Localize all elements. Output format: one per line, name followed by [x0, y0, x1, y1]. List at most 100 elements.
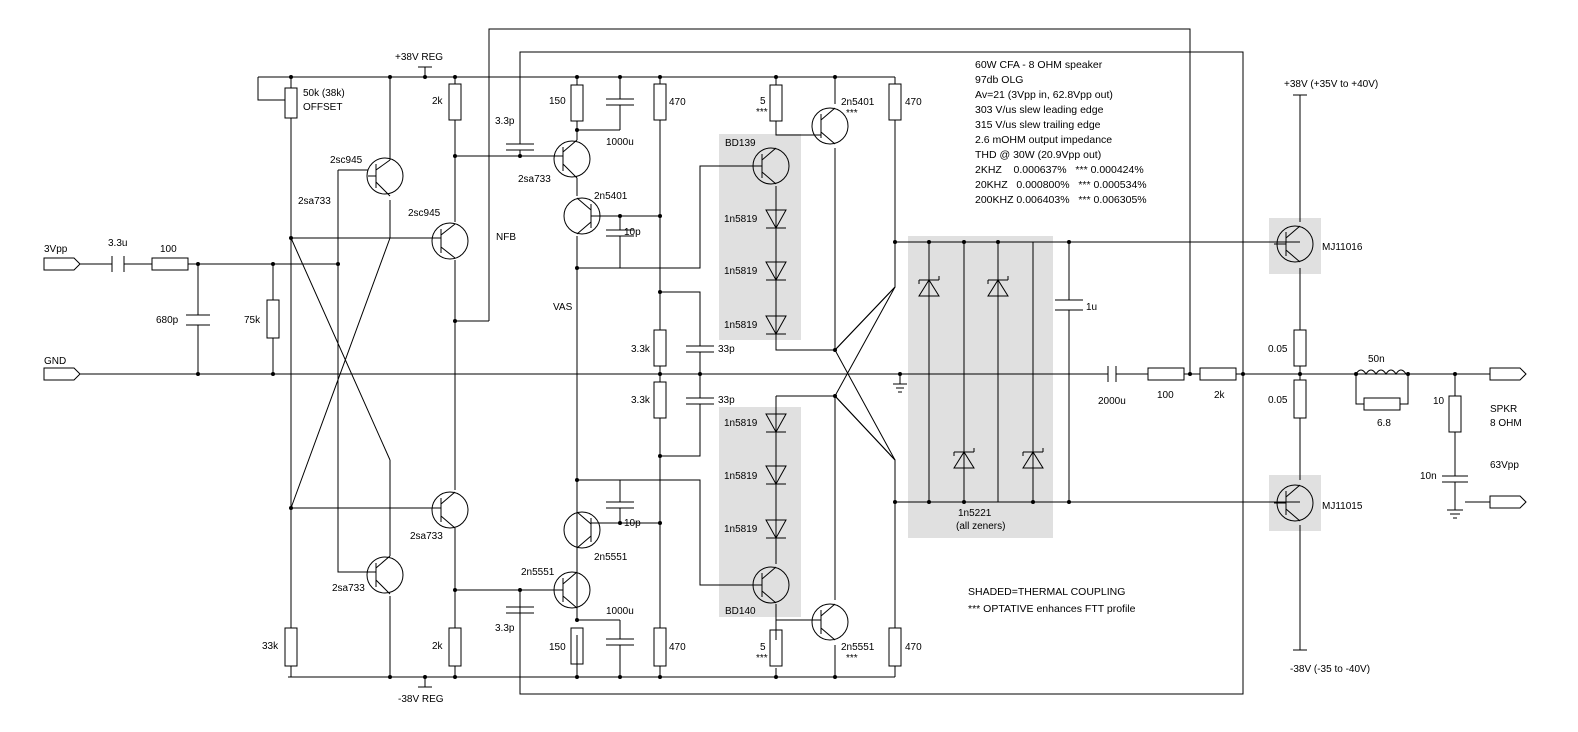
- label-star-4: ***: [846, 653, 858, 664]
- label-r470-c: 470: [905, 97, 922, 108]
- gnd-port[interactable]: [43, 367, 81, 381]
- label-c10p-top: 10p: [624, 227, 641, 238]
- label-c1000u-bot: 1000u: [606, 606, 634, 617]
- label-pot2: OFFSET: [303, 102, 342, 113]
- spkr-port-bottom[interactable]: [1489, 495, 1527, 509]
- label-r10: 10: [1433, 396, 1445, 407]
- label-q6: 2sa733: [518, 174, 551, 185]
- resistors: [151, 83, 1462, 667]
- thermal-zone-bias-top: [719, 134, 801, 340]
- label-r470-d: 470: [905, 642, 922, 653]
- note-line: 20KHZ 0.000800% *** 0.000534%: [975, 179, 1147, 191]
- label-r005-b: 0.05: [1268, 395, 1288, 406]
- label-r470-b: 470: [669, 642, 686, 653]
- capacitors: [111, 256, 210, 326]
- label-q4: 2sa733: [410, 531, 443, 542]
- inductor-50n: [1355, 369, 1407, 375]
- q-2sa733-a: [431, 491, 469, 529]
- junction-dots: [196, 75, 1457, 679]
- label-input: 3Vpp: [44, 244, 68, 255]
- label-q8: 2n5551: [594, 552, 628, 563]
- label-c1000u-top: 1000u: [606, 137, 634, 148]
- label-mj1: MJ11016: [1322, 242, 1363, 253]
- label-q3: 2sc945: [408, 208, 441, 219]
- label-pot1: 50k (38k): [303, 88, 345, 99]
- label-r2k-bot: 2k: [432, 641, 444, 652]
- note-line: 2.6 mOHM output impedance: [975, 134, 1112, 146]
- label-c10n: 10n: [1420, 471, 1437, 482]
- label-r2k-fb: 2k: [1214, 390, 1226, 401]
- note-line: 303 V/us slew leading edge: [975, 104, 1104, 116]
- ports: [43, 257, 1527, 509]
- label-q7: 2n5401: [594, 191, 628, 202]
- wiring: [80, 28, 1490, 695]
- label-mj2: MJ11015: [1322, 501, 1363, 512]
- q-2sa733-b: [366, 556, 404, 594]
- label-q11: 2n5551: [841, 642, 875, 653]
- label-q10: 2n5401: [841, 97, 875, 108]
- label-c2000u: 2000u: [1098, 396, 1126, 407]
- label-star-1: ***: [756, 107, 768, 118]
- label-diode3: 1n5819: [724, 320, 758, 331]
- label-pos-out: +38V (+35V to +40V): [1284, 79, 1378, 90]
- label-r2k-top: 2k: [432, 96, 444, 107]
- offset-pot: [284, 87, 298, 119]
- thermal-zone-zeners: [908, 236, 1053, 538]
- component-labels: +38V REG -38V REG 50k (38k) OFFSET 3Vpp …: [44, 52, 1522, 705]
- label-diode6: 1n5819: [724, 524, 758, 535]
- label-c1u: 1u: [1086, 302, 1097, 313]
- label-c33p-a: 33p: [718, 344, 735, 355]
- label-q1: 2sc945: [330, 155, 363, 166]
- label-spkr2: 8 OHM: [1490, 418, 1522, 429]
- label-neg-out: -38V (-35 to -40V): [1290, 664, 1370, 675]
- label-r68: 6.8: [1377, 418, 1391, 429]
- q-2sc945-a: [366, 157, 404, 195]
- label-vas: VAS: [553, 302, 573, 313]
- label-r33k-b: 3.3k: [631, 395, 651, 406]
- thermal-zone-bias-bottom: [719, 407, 801, 617]
- label-c33p-bot: 3.3p: [495, 623, 515, 634]
- label-diode1: 1n5819: [724, 214, 758, 225]
- label-spkr1: SPKR: [1490, 404, 1517, 415]
- q-2n5551-out: [811, 603, 849, 641]
- note-line: 2KHZ 0.000637% *** 0.000424%: [975, 164, 1144, 176]
- label-bd140: BD140: [725, 606, 756, 617]
- label-c33p-top: 3.3p: [495, 116, 515, 127]
- label-zener1: 1n5221: [958, 508, 992, 519]
- q-2sa733-c: [553, 140, 591, 178]
- label-r33k: 33k: [262, 641, 279, 652]
- label-bd139: BD139: [725, 138, 756, 149]
- note-line: Av=21 (3Vpp in, 62.8Vpp out): [975, 89, 1113, 101]
- label-r150-top: 150: [549, 96, 566, 107]
- spec-notes: 60W CFA - 8 OHM speaker 97db OLG Av=21 (…: [968, 59, 1147, 615]
- q-2n5551-vas: [563, 511, 601, 549]
- note-line: 315 V/us slew trailing edge: [975, 119, 1101, 131]
- label-star-2: ***: [756, 653, 768, 664]
- note-line: THD @ 30W (20.9Vpp out): [975, 149, 1101, 161]
- label-r5-top: 5: [760, 96, 766, 107]
- label-out-level: 63Vpp: [1490, 460, 1519, 471]
- label-r150-bot: 150: [549, 642, 566, 653]
- label-r33k-a: 3.3k: [631, 344, 651, 355]
- q-2sc945-b: [431, 222, 469, 260]
- label-nfb: NFB: [496, 232, 516, 243]
- label-r470-a: 470: [669, 97, 686, 108]
- label-q2: 2sa733: [298, 196, 331, 207]
- label-r-in: 100: [160, 244, 177, 255]
- label-r5-bot: 5: [760, 642, 766, 653]
- label-c33p-b: 33p: [718, 395, 735, 406]
- legend-shaded: SHADED=THERMAL COUPLING: [968, 586, 1125, 598]
- spkr-port-top[interactable]: [1489, 367, 1527, 381]
- diodes: [765, 209, 1044, 540]
- label-c680: 680p: [156, 315, 179, 326]
- note-line: 200KHZ 0.006403% *** 0.006305%: [975, 194, 1147, 206]
- label-neg-reg: -38V REG: [398, 694, 444, 705]
- note-line: 60W CFA - 8 OHM speaker: [975, 59, 1103, 71]
- label-q9: 2n5551: [521, 567, 555, 578]
- label-gnd: GND: [44, 356, 66, 367]
- label-pos-reg: +38V REG: [395, 52, 443, 63]
- label-q5: 2sa733: [332, 583, 365, 594]
- label-star-3: ***: [846, 108, 858, 119]
- input-port[interactable]: [43, 257, 81, 271]
